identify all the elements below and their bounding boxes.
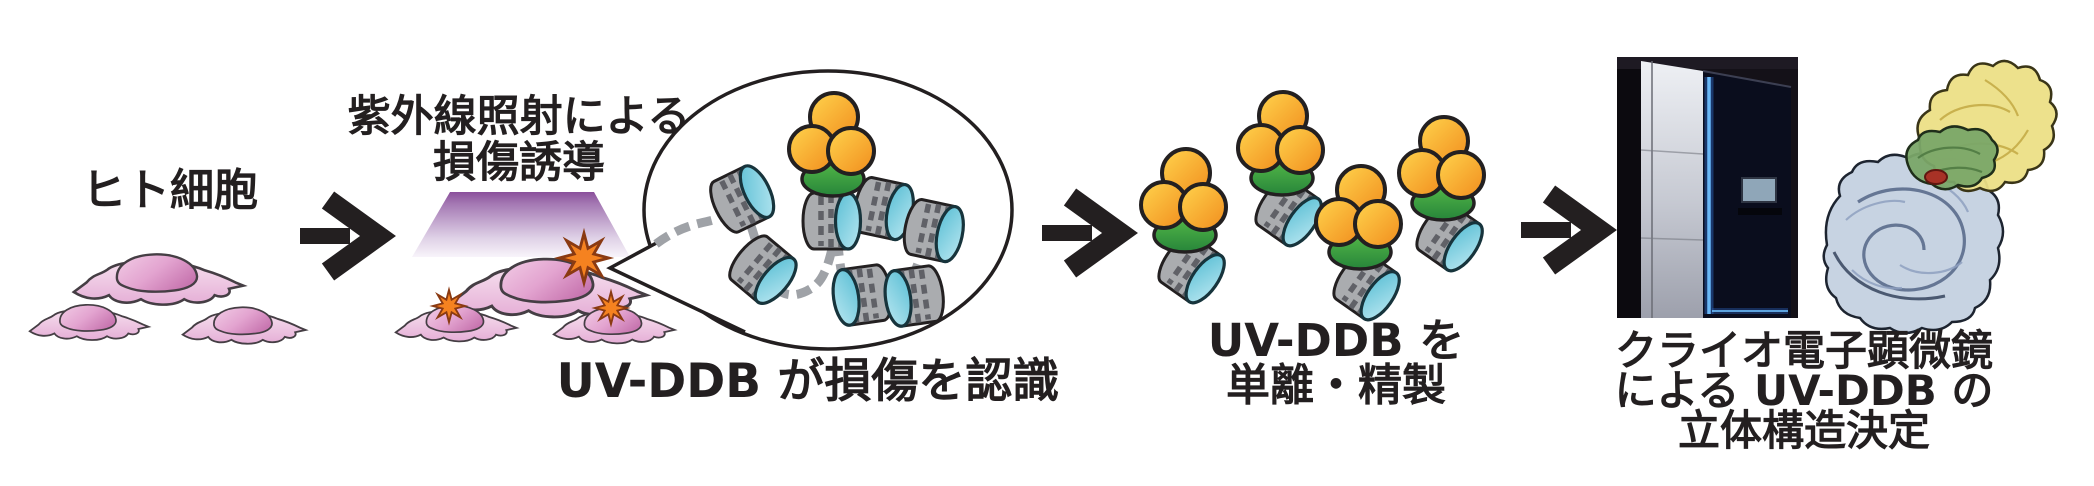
nucleosome-icon [803,193,861,249]
step2-uv-irradiation: 紫外線照射による 損傷誘導 [348,92,691,345]
arrow-right-icon [1521,194,1599,266]
structure-lesion-red [1924,169,1948,185]
step2-caption: UV-DDB が損傷を認識 [557,354,1060,409]
step1-label: ヒト細胞 [82,165,258,216]
uv-beam [412,192,630,257]
nucleosome-icon [882,264,947,327]
arrow-right-icon [300,200,378,272]
step3-caption-line1: UV-DDB を [1208,314,1464,367]
human-cell-icon [72,253,245,306]
arrow-right-icon [1042,197,1120,269]
speech-bubble-tail [606,238,746,334]
step4-cryoem: クライオ電子顕微鏡 による UV-DDB の 立体構造決定 [1615,57,2058,455]
step4-caption-line1: クライオ電子顕微鏡 [1615,326,1993,375]
step2-title-line2: 損傷誘導 [433,138,605,188]
human-cell-icon [181,306,307,345]
step1-human-cells: ヒト細胞 [28,165,307,345]
uv-ddb-complex-icon [1316,166,1406,326]
damage-star-icon [431,288,467,324]
step3-purified-uvddb: UV-DDB を 単離・精製 [1141,92,1489,411]
microscope-screen [1741,177,1777,203]
cryo-em-structure [1822,59,2058,335]
step4-caption-line2: による UV-DDB の [1615,366,1994,415]
step3-caption-line2: 単離・精製 [1226,360,1446,411]
damage-star-icon [593,290,629,326]
uv-ddb-complex-icon [1399,117,1489,277]
step4-caption-line3: 立体構造決定 [1678,406,1930,455]
step2-title-line1: 紫外線照射による [348,92,691,142]
uv-ddb-complex-icon [1141,149,1231,309]
cryo-em-microscope-photo [1617,57,1798,318]
human-cell-icon [28,303,150,341]
damage-star-icon [557,231,611,285]
step2-zoom-bubble: UV-DDB が損傷を認識 [557,69,1060,409]
